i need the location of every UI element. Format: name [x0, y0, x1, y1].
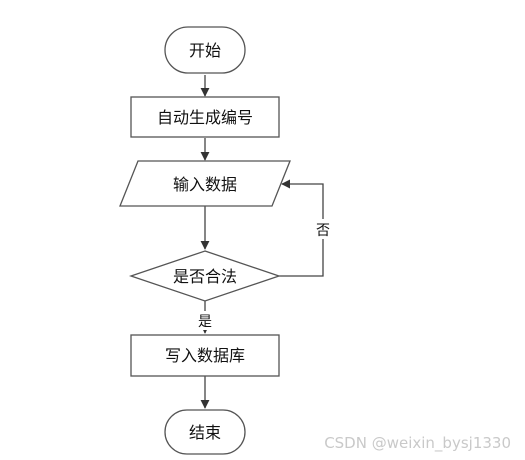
no-label-bg — [314, 219, 332, 239]
generate-id-process — [130, 96, 280, 138]
write-db-label: 写入数据库 — [165, 346, 245, 365]
validate-label: 是否合法 — [173, 267, 237, 286]
yes-label-bg — [196, 311, 214, 330]
validate-decision — [128, 250, 282, 302]
input-data-label: 输入数据 — [173, 175, 237, 194]
end-terminator — [164, 409, 246, 455]
write-db-process — [130, 334, 280, 377]
input-data-io — [119, 160, 291, 207]
watermark: CSDN @weixin_bysj1330 — [324, 434, 511, 452]
yes-label: 是 — [198, 314, 212, 330]
start-label: 开始 — [189, 41, 221, 60]
start-terminator — [164, 26, 246, 74]
end-label: 结束 — [189, 423, 221, 442]
no-label: 否 — [316, 223, 330, 239]
generate-id-label: 自动生成编号 — [157, 108, 253, 127]
